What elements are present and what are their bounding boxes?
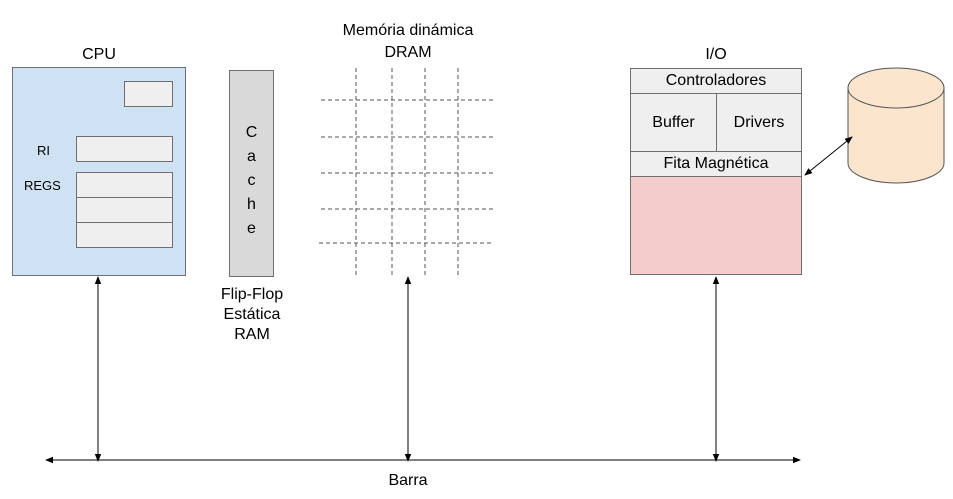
regs-register-2 — [76, 197, 173, 223]
cache-letter: h — [247, 196, 256, 213]
ri-register — [76, 136, 173, 162]
dram-title-line: DRAM — [384, 44, 432, 61]
ri-label: RI — [37, 143, 50, 158]
cache-letter: e — [247, 220, 256, 237]
regs-register-1 — [76, 172, 173, 198]
dram-title-line: Memória dinámica — [342, 22, 474, 39]
bus-label: Barra — [388, 472, 428, 489]
dram-grid — [319, 68, 493, 275]
regs-label: REGS — [24, 178, 61, 193]
cache-caption: Flip-Flop Estática RAM — [196, 285, 308, 345]
cache-letter: a — [247, 148, 256, 165]
cache-caption-line: RAM — [234, 326, 270, 343]
regs-register-3 — [76, 222, 173, 248]
io-title: I/O — [705, 46, 727, 63]
cpu-title: CPU — [82, 46, 116, 63]
drivers-cell: Drivers — [716, 93, 802, 152]
cache-caption-line: Estática — [223, 306, 281, 323]
tape-label: Fita Magnética — [663, 155, 769, 172]
cpu-small-register — [124, 81, 173, 107]
cache-block — [229, 70, 274, 277]
cache-letter: c — [247, 172, 256, 189]
cylinder-disk-icon — [847, 67, 945, 184]
cache-letter: C — [245, 124, 258, 141]
dram-title: Memória dinámica DRAM — [308, 20, 508, 64]
controllers-header: Controladores — [630, 68, 802, 94]
tape-header: Fita Magnética — [630, 151, 802, 177]
buffer-label: Buffer — [652, 113, 695, 131]
drivers-label: Drivers — [733, 113, 785, 131]
cache-caption-line: Flip-Flop — [220, 286, 284, 303]
cache-letters: C a c h e — [229, 121, 274, 241]
buffer-cell: Buffer — [630, 93, 717, 152]
controllers-label: Controladores — [665, 72, 767, 89]
tape-disk-connector — [804, 136, 853, 176]
